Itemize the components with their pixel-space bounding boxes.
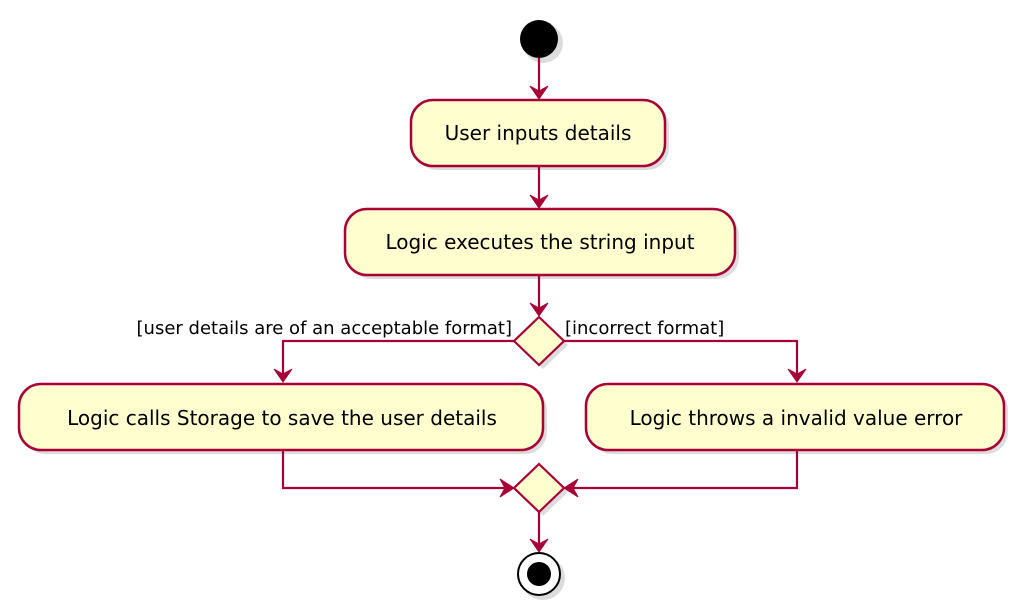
edge-decision-to-logic-throws-error — [564, 339, 807, 383]
action-logic-executes-label: Logic executes the string input — [385, 230, 694, 254]
edge-start-to-user-inputs — [529, 58, 549, 100]
guard-incorrect-format: [incorrect format] — [565, 318, 724, 339]
decision-node — [512, 315, 568, 369]
edge-logic-executes-to-decision — [529, 275, 549, 317]
edge-user-inputs-to-logic-executes — [529, 166, 549, 209]
edge-decision-to-logic-calls-storage — [273, 339, 514, 383]
edge-logic-calls-storage-to-merge — [281, 450, 515, 498]
edge-merge-to-end — [529, 512, 549, 553]
action-logic-calls-storage: Logic calls Storage to save the user det… — [17, 382, 547, 454]
start-node — [520, 20, 563, 63]
action-logic-calls-storage-label: Logic calls Storage to save the user det… — [67, 406, 497, 430]
action-user-inputs-details: User inputs details — [409, 98, 669, 170]
end-node — [517, 552, 565, 600]
action-logic-executes: Logic executes the string input — [343, 207, 739, 279]
guard-acceptable-format: [user details are of an acceptable forma… — [137, 318, 512, 339]
action-user-inputs-details-label: User inputs details — [445, 121, 632, 145]
edge-logic-throws-error-to-merge — [563, 450, 799, 498]
action-logic-throws-error: Logic throws a invalid value error — [584, 382, 1008, 454]
merge-node — [512, 462, 568, 516]
action-logic-throws-error-label: Logic throws a invalid value error — [630, 406, 964, 430]
